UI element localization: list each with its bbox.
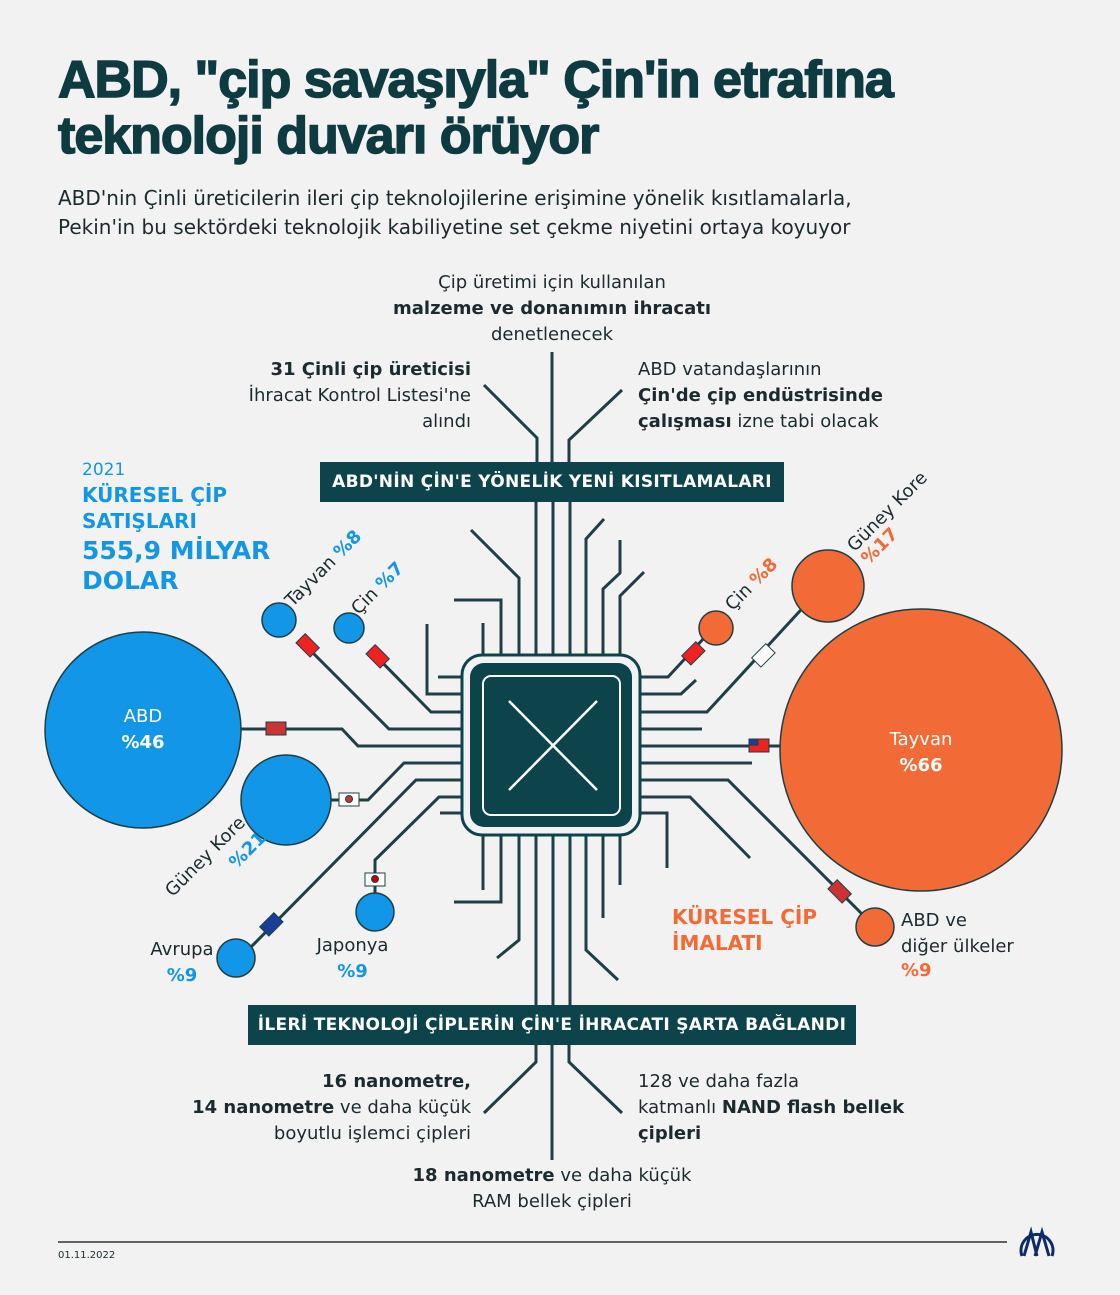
note-nand: 128 ve daha fazla katmanlı NAND flash be… bbox=[638, 1069, 938, 1147]
note-ram: 18 nanometre ve daha küçük RAM bellek çi… bbox=[352, 1163, 752, 1215]
bubble-guney-kore bbox=[791, 549, 865, 623]
header-advanced-chips: İLERİ TEKNOLOJİ ÇİPLERİN ÇİN'E İHRACATI … bbox=[248, 1005, 856, 1045]
bubble-abd bbox=[855, 907, 895, 947]
label-name: Avrupa bbox=[150, 939, 214, 960]
label-name: diğer ülkeler bbox=[901, 936, 1014, 957]
bubble-tayvan bbox=[779, 608, 1063, 892]
flag-korea-icon bbox=[750, 642, 776, 668]
flag-icons bbox=[258, 632, 853, 937]
note-bold: Çin'de çip endüstrisinde bbox=[638, 385, 883, 406]
label-avrupa: Avrupa %9 bbox=[142, 937, 222, 989]
aa-logo bbox=[1019, 1226, 1055, 1257]
label-pct: %9 bbox=[166, 965, 198, 986]
page-title: ABD, "çip savaşıyla" Çin'in etrafına tek… bbox=[57, 51, 894, 165]
sales-bubbles bbox=[44, 602, 395, 978]
sales-total-line: 555,9 MİLYAR bbox=[82, 536, 271, 565]
note-bold: 18 nanometre bbox=[412, 1165, 555, 1186]
note-line: boyutlu işlemci çipleri bbox=[273, 1123, 471, 1144]
note-line: ve daha küçük bbox=[334, 1097, 471, 1118]
sales-year: 2021 bbox=[82, 460, 126, 480]
bubble-japonya bbox=[355, 892, 395, 932]
label-japonya: Japonya %9 bbox=[305, 933, 400, 985]
note-line: ABD vatandaşlarının bbox=[638, 359, 822, 380]
bubble-tayvan bbox=[261, 602, 297, 638]
note-bold: 16 nanometre, bbox=[322, 1071, 471, 1092]
label-name: Japonya bbox=[316, 935, 389, 956]
note-line: ve daha küçük bbox=[554, 1165, 692, 1186]
note-line: RAM bellek çipleri bbox=[472, 1191, 632, 1212]
note-bold: çipleri bbox=[638, 1123, 702, 1144]
manufacturing-title-line: KÜRESEL ÇİP bbox=[672, 905, 817, 929]
sales-title: KÜRESEL ÇİP SATIŞLARI bbox=[82, 482, 227, 534]
header-restrictions: ABD'NİN ÇİN'E YÖNELİK YENİ KISITLAMALARI bbox=[320, 462, 784, 502]
flag-china-icon bbox=[365, 643, 391, 669]
note-bold: malzeme ve donanımın ihracatı bbox=[393, 298, 711, 319]
manufacturing-bubbles bbox=[698, 549, 1063, 947]
flag-usa-icon bbox=[265, 721, 287, 736]
label-name: Tayvan bbox=[889, 729, 953, 750]
label-tayvan: Tayvan %66 bbox=[871, 727, 971, 779]
bubble-avrupa bbox=[216, 938, 256, 978]
subtitle: ABD'nin Çinli üreticilerin ileri çip tek… bbox=[58, 186, 852, 239]
label-abd: ABD %46 bbox=[93, 704, 193, 756]
note-bold: NAND flash bellek bbox=[721, 1097, 905, 1118]
note-bold: 31 Çinli çip üreticisi bbox=[270, 359, 471, 380]
flag-eu-icon bbox=[258, 911, 284, 937]
note-line: Çip üretimi için kullanılan bbox=[438, 272, 666, 293]
date: 01.11.2022 bbox=[58, 1250, 116, 1261]
bubble-guney-kore bbox=[240, 754, 332, 846]
label-abd-pct: %9 bbox=[901, 960, 932, 981]
label-abd: ABD ve diğer ülkeler bbox=[901, 908, 1051, 960]
note-line: alındı bbox=[422, 411, 471, 432]
note-citizens: ABD vatandaşlarının Çin'de çip endüstris… bbox=[638, 357, 938, 435]
flag-usa-icon bbox=[827, 878, 853, 904]
label-pct: %66 bbox=[899, 755, 943, 776]
circuit-traces bbox=[241, 352, 870, 1160]
bubble-abd bbox=[44, 631, 242, 829]
note-bold: çalışması bbox=[638, 411, 732, 432]
label-name: ABD bbox=[123, 706, 163, 727]
sales-total: 555,9 MİLYAR DOLAR bbox=[82, 536, 270, 596]
manufacturing-title: KÜRESEL ÇİP İMALATI bbox=[672, 904, 817, 956]
manufacturing-title-line: İMALATI bbox=[672, 931, 763, 955]
note-line: 128 ve daha fazla bbox=[638, 1071, 799, 1092]
sales-title-line: SATIŞLARI bbox=[82, 509, 197, 533]
flag-taiwan-icon bbox=[295, 632, 321, 658]
bubble-cin bbox=[333, 612, 365, 644]
note-bold: 14 nanometre bbox=[192, 1097, 335, 1118]
label-pct: %9 bbox=[337, 961, 368, 982]
note-producers: 31 Çinli çip üreticisi İhracat Kontrol L… bbox=[170, 357, 471, 435]
note-processors: 16 nanometre, 14 nanometre ve daha küçük… bbox=[150, 1069, 471, 1147]
note-line: denetlenecek bbox=[491, 324, 613, 345]
note-line: İhracat Kontrol Listesi'ne bbox=[248, 385, 471, 406]
sales-title-line: KÜRESEL ÇİP bbox=[82, 483, 227, 507]
note-line: izne tabi olacak bbox=[731, 411, 879, 432]
sales-total-line: DOLAR bbox=[82, 566, 179, 595]
label-name: ABD ve bbox=[901, 910, 967, 931]
note-line: katmanlı bbox=[638, 1097, 722, 1118]
flag-china-icon bbox=[680, 640, 706, 666]
note-materials: Çip üretimi için kullanılan malzeme ve d… bbox=[352, 270, 752, 348]
label-pct: %46 bbox=[121, 732, 165, 753]
chip-icon bbox=[460, 653, 642, 837]
bubble-cin bbox=[698, 610, 734, 646]
